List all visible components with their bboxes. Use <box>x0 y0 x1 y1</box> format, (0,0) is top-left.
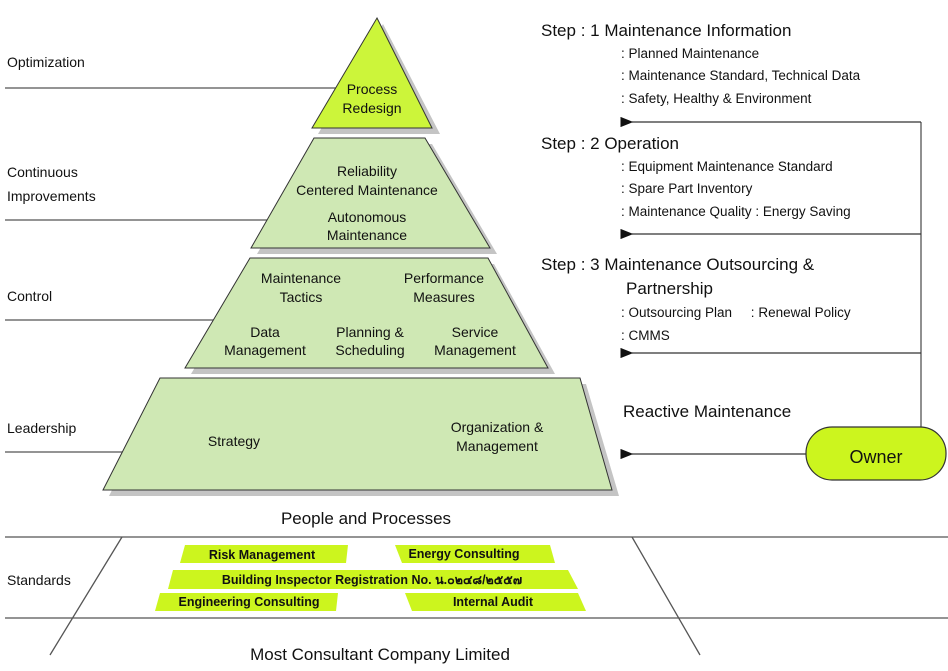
tier2-text: Reliability <box>337 163 397 179</box>
top-text: Redesign <box>342 100 401 116</box>
pyramid-top-process-redesign <box>311 16 433 129</box>
step-2-item: : Maintenance Quality : Energy Saving <box>621 204 851 219</box>
tier3-text: Planning & <box>336 324 404 340</box>
step-2-item: : Spare Part Inventory <box>621 181 753 196</box>
standard-building-inspector: Building Inspector Registration No. น.๐๒… <box>222 573 522 587</box>
owner-label: Owner <box>849 447 902 467</box>
step-3-title-2: Partnership <box>626 279 713 298</box>
reactive-maintenance-label: Reactive Maintenance <box>623 402 791 421</box>
level-control: Control <box>7 288 52 304</box>
step-1-item: : Safety, Healthy & Environment <box>621 91 812 106</box>
company-name: Most Consultant Company Limited <box>250 645 510 664</box>
step-1-title: Step : 1 Maintenance Information <box>541 21 791 40</box>
tier3-text: Performance <box>404 270 484 286</box>
level-optimization: Optimization <box>7 54 85 70</box>
tier2-text: Autonomous <box>328 209 407 225</box>
standard-engineering-consulting: Engineering Consulting <box>179 595 320 609</box>
step-2-title: Step : 2 Operation <box>541 134 679 153</box>
top-text: Process <box>347 81 398 97</box>
level-standards: Standards <box>7 572 71 588</box>
standard-bar-engineering <box>155 593 338 611</box>
tier4-text: Strategy <box>208 433 260 449</box>
tier3-text: Service <box>452 324 499 340</box>
step-3-title: Step : 3 Maintenance Outsourcing & <box>541 255 815 274</box>
tier2-text: Maintenance <box>327 227 407 243</box>
standard-bar-risk <box>180 545 348 563</box>
tier3-text: Tactics <box>280 289 323 305</box>
standard-bar-audit <box>405 593 586 611</box>
level-continuous: Continuous <box>7 164 78 180</box>
standard-internal-audit: Internal Audit <box>453 595 534 609</box>
standard-bar-building <box>168 570 578 589</box>
step-3-item: : Outsourcing Plan : Renewal Policy <box>621 305 851 320</box>
standard-energy-consulting: Energy Consulting <box>408 547 519 561</box>
standards-left-slant <box>49 536 123 656</box>
people-and-processes-label: People and Processes <box>281 509 451 528</box>
tier2-text: Centered Maintenance <box>296 182 438 198</box>
standards-right-slant <box>631 536 701 656</box>
tier3-text: Maintenance <box>261 270 341 286</box>
tier3-text: Management <box>224 342 306 358</box>
tier4-text: Management <box>456 438 538 454</box>
standard-bar-energy <box>395 545 555 563</box>
standard-risk-management: Risk Management <box>209 548 316 562</box>
pyramid-tier-leadership <box>102 377 613 491</box>
step-3-item: : CMMS <box>621 328 670 343</box>
level-leadership: Leadership <box>7 420 76 436</box>
tier4-text: Organization & <box>451 419 544 435</box>
owner-node <box>805 426 947 481</box>
step-1-item: : Maintenance Standard, Technical Data <box>621 68 861 83</box>
pyramid-tier-continuous <box>250 137 491 249</box>
level-improvements: Improvements <box>7 188 96 204</box>
step-1-item: : Planned Maintenance <box>621 46 759 61</box>
step-2-item: : Equipment Maintenance Standard <box>621 159 833 174</box>
tier3-text: Data <box>250 324 280 340</box>
tier3-text: Management <box>434 342 516 358</box>
tier3-text: Scheduling <box>335 342 404 358</box>
tier3-text: Measures <box>413 289 474 305</box>
pyramid-tier-control <box>184 257 549 369</box>
